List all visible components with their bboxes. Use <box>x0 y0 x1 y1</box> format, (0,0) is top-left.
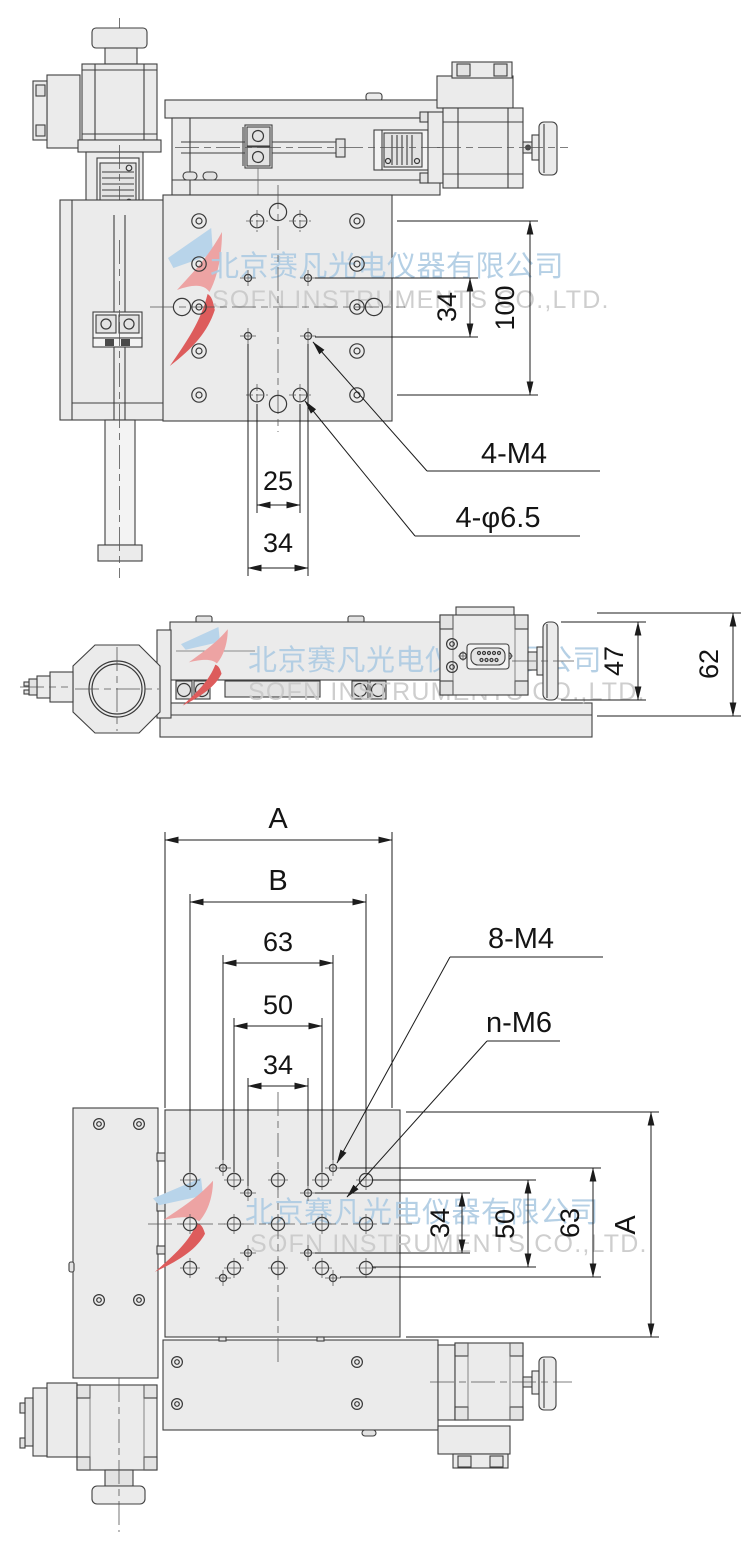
y-axis-rail <box>59 199 166 578</box>
bottom-left-rail <box>68 1107 167 1379</box>
dim-34-horizontal: 34 <box>263 528 293 558</box>
dim-50-right: 50 <box>490 1209 520 1239</box>
dim-A-top: A <box>268 803 288 835</box>
side-view-dimensions: 47 62 <box>561 612 741 717</box>
label-4-phi6-5: 4-φ6.5 <box>456 502 541 534</box>
dim-63-right: 63 <box>555 1208 585 1238</box>
side-motor-octagon <box>20 629 172 734</box>
dim-B-top: B <box>268 865 287 897</box>
bottom-base-plate <box>164 1109 401 1338</box>
x-axis-motor <box>436 61 568 189</box>
bottom-lower-rail <box>162 1336 439 1437</box>
dim-34-top: 34 <box>263 1050 293 1080</box>
dim-25-horizontal: 25 <box>263 466 293 496</box>
watermark-cn: 北京赛凡光电仪器有限公司 <box>245 1195 599 1229</box>
top-view-dimensions: 34 100 25 34 4-M4 4-φ6.5 <box>247 220 600 576</box>
dim-100-vertical: 100 <box>490 285 520 330</box>
label-4-m4: 4-M4 <box>481 438 547 470</box>
bottom-right-motor <box>430 1342 572 1469</box>
platform-hole-pattern <box>150 185 405 432</box>
dim-34-vertical: 34 <box>432 292 462 322</box>
label-8-m4: 8-M4 <box>488 923 554 955</box>
dim-63-top: 63 <box>263 927 293 957</box>
side-base <box>159 702 593 738</box>
bottom-left-motor <box>19 1378 158 1532</box>
dim-47: 47 <box>599 646 629 676</box>
watermark-en: SOFN INSTRUMENTS CO.,LTD. <box>212 286 610 314</box>
side-connector-block <box>439 606 574 701</box>
bottom-view: 北京赛凡光电仪器有限公司 SOFN INSTRUMENTS CO.,LTD. <box>19 803 659 1532</box>
dim-62: 62 <box>694 649 724 679</box>
dim-50-top: 50 <box>263 990 293 1020</box>
dim-A-right: A <box>610 1215 642 1235</box>
dim-34-right: 34 <box>425 1208 455 1238</box>
bottom-hole-pattern <box>148 1092 412 1362</box>
side-view: 北京赛凡光电仪器有限公司 SOFN INSTRUMENTS CO.,LTD. <box>20 606 741 738</box>
bottom-view-dimensions: A B 63 50 34 34 50 <box>164 803 659 1338</box>
x-axis-rail <box>164 92 446 196</box>
watermark-cn: 北京赛凡光电仪器有限公司 <box>210 249 564 283</box>
top-view: 北京赛凡光电仪器有限公司 SOFN INSTRUMENTS CO.,LTD. 3… <box>32 18 610 578</box>
label-n-m6: n-M6 <box>486 1007 552 1039</box>
y-axis-connector <box>32 74 81 149</box>
